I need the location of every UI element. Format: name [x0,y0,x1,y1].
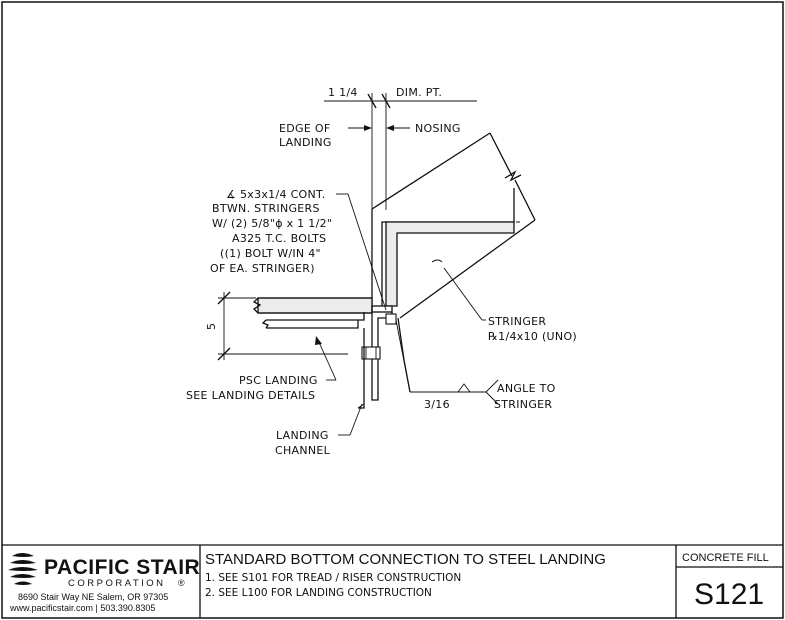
note-2: 2. SEE L100 FOR LANDING CONSTRUCTION [205,587,432,599]
landing-channel-callout: LANDING CHANNEL [275,403,363,457]
psc-landing-callout: PSC LANDING SEE LANDING DETAILS [186,336,337,402]
dim-pt-label: DIM. PT. [396,86,442,99]
stringer-callout: STRINGER ℞1/4x10 (UNO) [488,315,577,343]
weld-size-label: 3/16 [424,398,450,411]
landing-slab [252,297,373,329]
dim-1-1-4-label: 1 1/4 [328,86,358,99]
top-dimension: 1 1/4 DIM. PT. [324,86,477,290]
psc-label-1: PSC LANDING [239,374,318,387]
pacific-stair-logo-icon [8,553,38,585]
angle-label-4: A325 T.C. BOLTS [232,232,326,245]
drawing-title: STANDARD BOTTOM CONNECTION TO STEEL LAND… [205,551,606,568]
channel-label-1: LANDING [276,429,329,442]
drawing-area: 1 1/4 DIM. PT. EDGE OF LANDING NOSING [186,86,577,457]
edge-of-landing-label-2: LANDING [279,136,332,149]
angle-label-1: ∡ 5x3x1/4 CONT. [226,188,326,201]
angle-callout: ∡ 5x3x1/4 CONT. BTWN. STRINGERS W/ (2) 5… [210,188,387,311]
note-1: 1. SEE S101 FOR TREAD / RISER CONSTRUCTI… [205,572,461,584]
stringer-label-2: ℞1/4x10 (UNO) [488,330,577,343]
company-contact: www.pacificstair.com | 503.390.8305 [9,603,155,613]
stair-tread-riser [371,132,536,321]
connection-angle [357,305,411,409]
company-corporation: CORPORATION [68,578,166,589]
angle-label-3: W/ (2) 5/8"ɸ x 1 1/2" [212,217,332,230]
title-block: PACIFIC STAIR CORPORATION ® 8690 Stair W… [2,544,783,618]
weld-label-2: STRINGER [494,398,552,411]
registered-mark: ® [178,578,185,588]
nosing-label: NOSING [415,122,461,135]
angle-label-6: OF EA. STRINGER) [210,262,315,275]
weld-label-1: ANGLE TO [497,382,556,395]
angle-label-5: ((1) BOLT W/IN 4" [220,247,321,260]
channel-label-2: CHANNEL [275,444,331,457]
psc-label-2: SEE LANDING DETAILS [186,389,315,402]
nosing-callout: NOSING [386,122,461,135]
dim-5-label: 5 [205,323,218,330]
edge-of-landing-callout: EDGE OF LANDING [279,122,372,149]
company-logo: PACIFIC STAIR CORPORATION ® 8690 Stair W… [8,553,200,613]
slab-depth-dimension: 5 [205,291,348,361]
company-name: PACIFIC STAIR [44,556,200,579]
company-address: 8690 Stair Way NE Salem, OR 97305 [18,592,168,602]
angle-label-2: BTWN. STRINGERS [212,202,320,215]
weld-callout: 3/16 ANGLE TO STRINGER [395,319,556,411]
edge-of-landing-label-1: EDGE OF [279,122,330,135]
stringer-label-1: STRINGER [488,315,546,328]
drawing-category: CONCRETE FILL [682,552,769,564]
sheet-number: S121 [694,578,764,611]
